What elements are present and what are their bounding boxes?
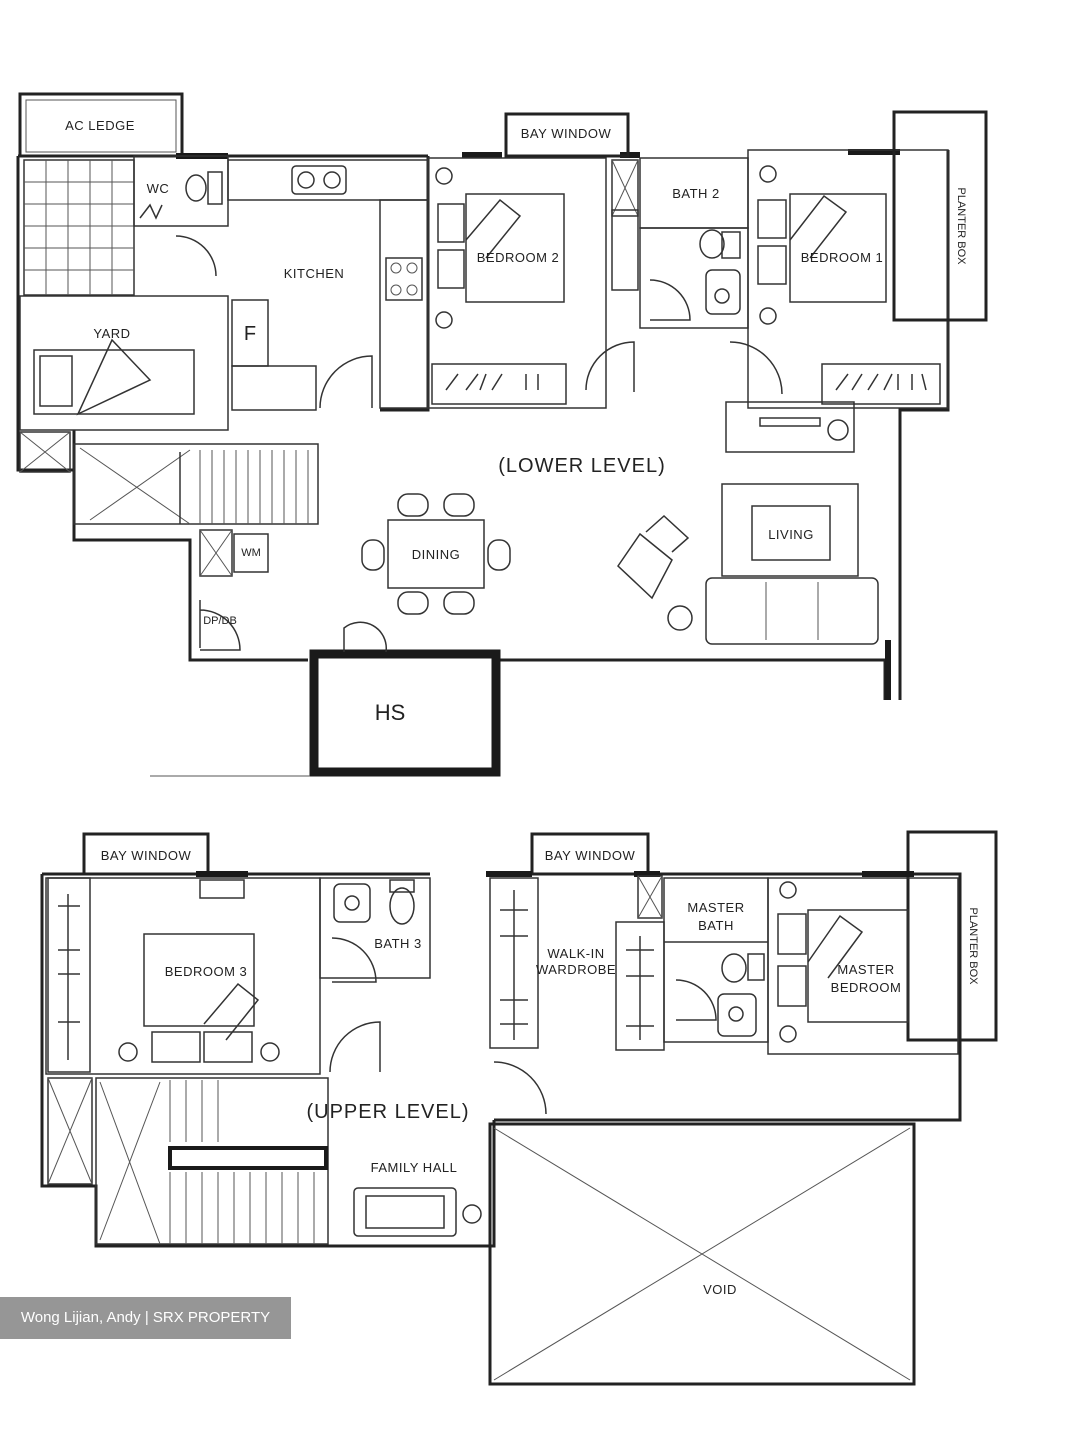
master-bedroom-label-line1: MASTER: [837, 962, 894, 977]
sink-icon: [291, 165, 347, 195]
bay-window-lower-outline: [504, 112, 630, 158]
ac-ledge-label: AC LEDGE: [65, 118, 135, 133]
planter-box-upper-outline: [906, 830, 998, 1042]
kitchen-label: KITCHEN: [284, 266, 345, 281]
bedroom-3-label: BEDROOM 3: [165, 964, 248, 979]
fridge-label: F: [244, 323, 256, 345]
bedroom-1-room: [747, 149, 949, 409]
void-label: VOID: [703, 1282, 737, 1297]
watermark: Wong Lijian, Andy | SRX PROPERTY: [0, 1297, 291, 1339]
master-bath-label-line2: BATH: [698, 918, 734, 933]
planter-box-lower-outline: [892, 110, 988, 322]
yard-label: YARD: [93, 326, 130, 341]
hob-icon: [385, 257, 423, 301]
master-bath-label-line1: MASTER: [687, 900, 744, 915]
bedroom-2-room: [427, 157, 607, 409]
walkin-label-line1: WALK-IN: [547, 946, 604, 961]
lower-staircase: [73, 443, 319, 525]
sofa-icon: [705, 577, 879, 645]
bay-window-upper-left-label: BAY WINDOW: [101, 848, 192, 863]
bedroom-1-label: BEDROOM 1: [801, 250, 884, 265]
bath-2-label: BATH 2: [672, 186, 720, 201]
household-shelter: [309, 649, 501, 777]
bedroom-2-label: BEDROOM 2: [477, 250, 560, 265]
void-area: [488, 1122, 916, 1386]
upper-level-plan: [40, 830, 998, 1386]
planter-box-upper-label: PLANTER BOX: [967, 907, 979, 985]
bath-3-room: [319, 877, 431, 979]
living-label: LIVING: [768, 527, 814, 542]
lower-level-plan: [16, 92, 988, 777]
family-hall-label: FAMILY HALL: [371, 1160, 458, 1175]
lower-level-label: (LOWER LEVEL): [498, 455, 665, 477]
yard-tiles: [23, 159, 135, 296]
dining-label: DINING: [412, 547, 461, 562]
upper-staircase: [47, 1077, 329, 1245]
master-bedroom-room: [767, 877, 959, 1055]
bath-3-label: BATH 3: [374, 936, 422, 951]
master-bedroom-label-line2: BEDROOM: [831, 980, 902, 995]
planter-box-lower-label: PLANTER BOX: [955, 187, 967, 265]
dining-table-icon: [361, 493, 511, 615]
wm-label: WM: [241, 547, 261, 559]
family-hall-sofa-icon: [353, 1187, 457, 1237]
upper-outer-wall: [40, 872, 962, 1248]
walkin-label-line2: WARDROBE: [536, 962, 616, 977]
hs-label: HS: [375, 700, 406, 725]
wc-toilet-icon: [185, 174, 207, 202]
bay-window-lower-label: BAY WINDOW: [521, 126, 612, 141]
dpdb-label: DP/DB: [203, 615, 237, 627]
upper-level-label: (UPPER LEVEL): [306, 1101, 469, 1123]
wc-label: WC: [147, 181, 170, 196]
bay-window-upper-right-label: BAY WINDOW: [545, 848, 636, 863]
wm-icon: [233, 533, 269, 573]
lower-outer-wall: [16, 150, 950, 700]
